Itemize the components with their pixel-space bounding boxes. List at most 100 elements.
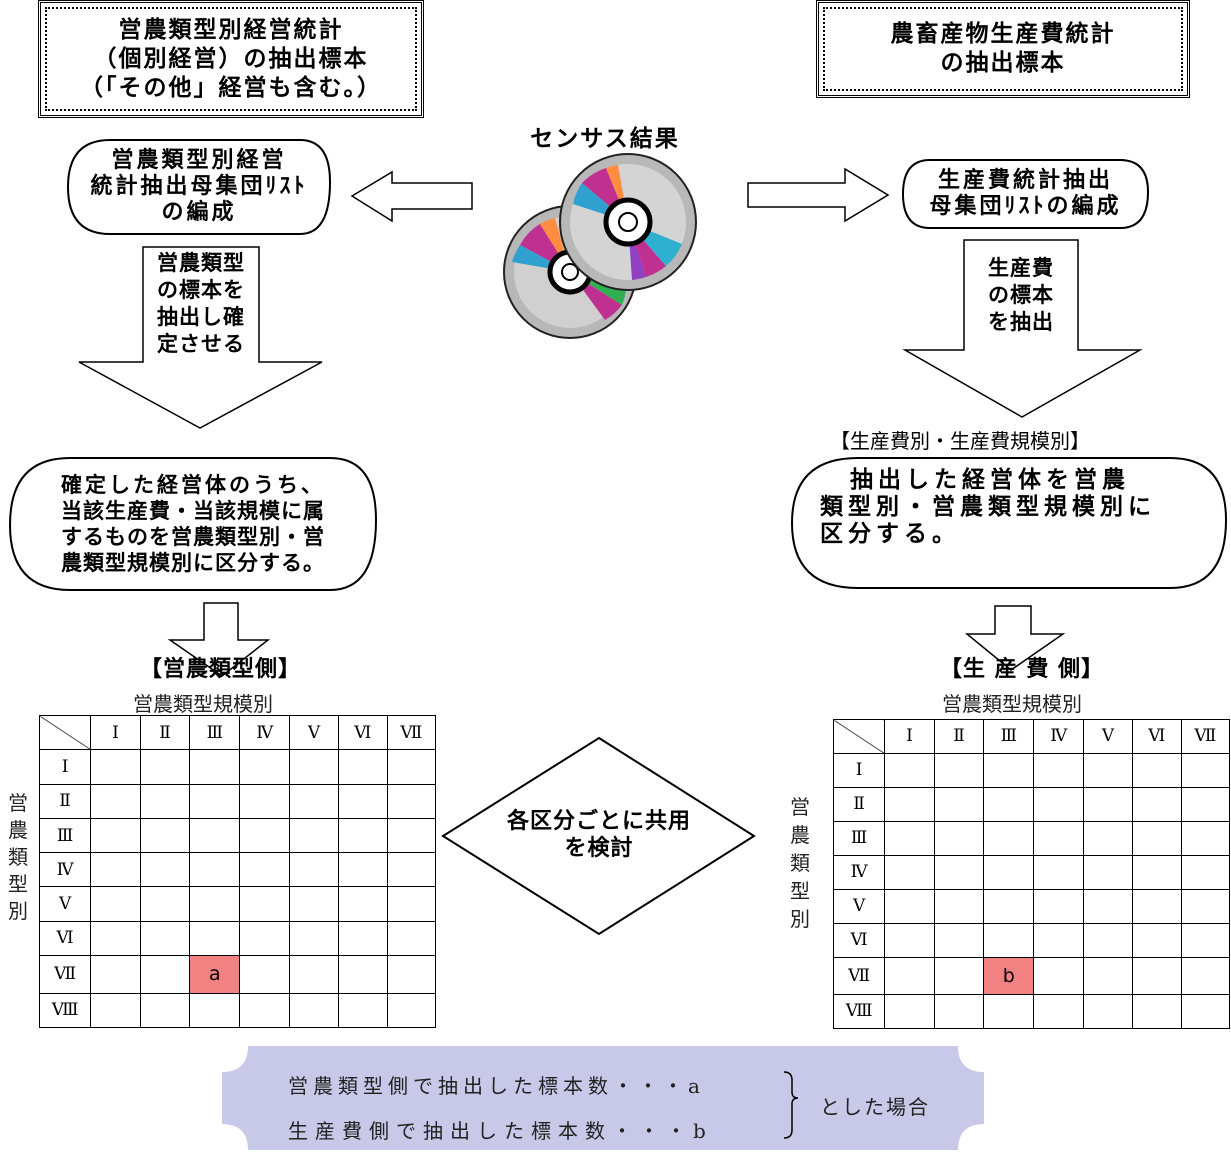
- right-table-row: Ⅷ: [832, 993, 1231, 1030]
- right-table-cell: [1033, 993, 1085, 1030]
- left-table-row: Ⅱ: [38, 783, 437, 819]
- left-table-cell: [90, 852, 141, 888]
- left-down-arrow-line-2: の標本を: [157, 278, 245, 302]
- left-table-row: Ⅳ: [38, 852, 437, 888]
- left-classify-pill-line-4: 農類型規模別に区分する。: [61, 551, 325, 575]
- left-table-row: Ⅷ: [38, 992, 437, 1029]
- right-table-cell: [1033, 752, 1085, 788]
- left-table-cell: [289, 749, 339, 785]
- right-classify-pill-shape: [790, 457, 1228, 589]
- left-table-cell: [189, 749, 241, 785]
- right-table-cell: [1083, 752, 1133, 788]
- left-table-cell: [289, 920, 339, 957]
- right-row-header: Ⅷ: [832, 993, 886, 1030]
- right-table-cell: [1083, 786, 1133, 822]
- right-table-cell: [1033, 956, 1085, 995]
- left-highlight-cell: a: [189, 955, 241, 994]
- center-diamond-line-2: を検討: [564, 836, 634, 861]
- right-table-cell: [1083, 922, 1133, 958]
- bottom-note-shape: [222, 1046, 984, 1150]
- right-table-cell: [933, 854, 985, 890]
- right-table-cell: [884, 820, 935, 856]
- right-table-cell: [1131, 993, 1182, 1030]
- right-table-cell: [983, 752, 1035, 788]
- left-table-row: Ⅴ: [38, 886, 437, 922]
- left-col-header: Ⅰ: [90, 714, 141, 751]
- top-right-box-line-2: の抽出標本: [940, 50, 1066, 76]
- right-table-cell: [1033, 922, 1085, 958]
- right-table-cell: [1180, 993, 1231, 1030]
- right-row-axis-char: 類: [790, 851, 810, 875]
- right-table-row: Ⅲ: [832, 820, 1231, 856]
- right-table-cell: [1131, 922, 1182, 958]
- left-table-cell: [139, 852, 191, 888]
- center-diamond-line-1: 各区分ごとに共用: [506, 809, 691, 834]
- left-row-axis-char: 別: [8, 899, 28, 923]
- right-col-header: Ⅳ: [1033, 719, 1085, 754]
- left-row-header: Ⅱ: [38, 783, 92, 819]
- right-row-axis-char: 別: [790, 907, 810, 931]
- right-list-pill-line-2: 母集団ﾘｽﾄの編成: [929, 194, 1122, 219]
- right-down-arrow-text: 生産費 の標本 を抽出: [964, 255, 1078, 336]
- right-col-header: Ⅴ: [1083, 719, 1133, 754]
- right-small-down-arrow: [964, 605, 1066, 671]
- left-table-cell: [337, 817, 388, 854]
- bottom-note-suffix: とした場合: [820, 1095, 930, 1119]
- left-table-cell: [239, 955, 291, 994]
- right-col-header: Ⅵ: [1131, 719, 1182, 754]
- center-diamond-text: 各区分ごとに共用 を検討: [453, 808, 745, 862]
- right-table-cell: [1180, 854, 1231, 890]
- center-diamond-shape: [441, 736, 756, 936]
- right-row-header: Ⅶ: [832, 956, 886, 995]
- left-col-header: Ⅳ: [239, 714, 291, 751]
- left-table-cell: [90, 886, 141, 922]
- right-row-axis-char: 農: [790, 823, 810, 847]
- left-classify-pill-shape: [8, 457, 378, 591]
- right-table-cell: [1083, 993, 1133, 1030]
- right-down-arrow-shape: [902, 239, 1143, 418]
- left-table-row: Ⅰ: [38, 749, 437, 785]
- left-row-header: Ⅳ: [38, 852, 92, 888]
- left-list-pill: 営農類型別経営 統計抽出母集団ﾘｽﾄ の編成: [68, 140, 330, 234]
- right-list-pill-line-1: 生産費統計抽出: [937, 168, 1113, 193]
- right-table-cell: [1131, 888, 1182, 924]
- right-table-cell: [1131, 956, 1182, 995]
- right-down-arrow-line-1: 生産費: [988, 256, 1054, 280]
- left-table-cell: [189, 920, 241, 957]
- right-table-cell: [933, 956, 985, 995]
- left-classify-pill-line-1: 確定した経営体のうち、: [61, 473, 325, 497]
- left-col-header: Ⅲ: [189, 714, 241, 751]
- left-table-cell: [189, 992, 241, 1029]
- right-side-title: 【生 産 費 側】: [940, 657, 1104, 682]
- left-list-pill-line-1: 営農類型別経営: [111, 148, 287, 173]
- left-table-cell: [139, 920, 191, 957]
- right-col-header: Ⅱ: [933, 719, 985, 754]
- left-table-cell: [90, 817, 141, 854]
- left-table-cell: [289, 817, 339, 854]
- right-table-cell: [983, 786, 1035, 822]
- right-table-cell: [884, 993, 935, 1030]
- right-list-pill: 生産費統計抽出 母集団ﾘｽﾄの編成: [903, 160, 1148, 228]
- left-table-cell: [337, 992, 388, 1029]
- left-table-cell: [239, 783, 291, 819]
- left-down-arrow-line-3: 抽出し確: [157, 305, 245, 329]
- left-down-arrow-line-4: 定させる: [157, 332, 245, 356]
- right-table-cell: [933, 786, 985, 822]
- top-left-box-line-1: 営農類型別経営統計: [118, 16, 344, 43]
- left-table-cell: [239, 852, 291, 888]
- right-table-row: Ⅴ: [832, 888, 1231, 924]
- left-down-arrow-shape: [78, 246, 323, 429]
- bottom-note-line-2: 生産費側で抽出した標本数・・・b: [288, 1119, 713, 1143]
- right-table-cell: [1131, 820, 1182, 856]
- arrow-to-right-list: [747, 167, 890, 223]
- right-row-header: Ⅱ: [832, 786, 886, 822]
- right-table-cell: [1033, 854, 1085, 890]
- right-table-cell: [1083, 956, 1133, 995]
- left-row-axis-char: 農: [8, 818, 28, 842]
- left-side-title: 【営農類型側】: [140, 657, 302, 682]
- right-col-header: Ⅰ: [884, 719, 935, 754]
- left-table-cell: [289, 955, 339, 994]
- left-table-cell: [337, 783, 388, 819]
